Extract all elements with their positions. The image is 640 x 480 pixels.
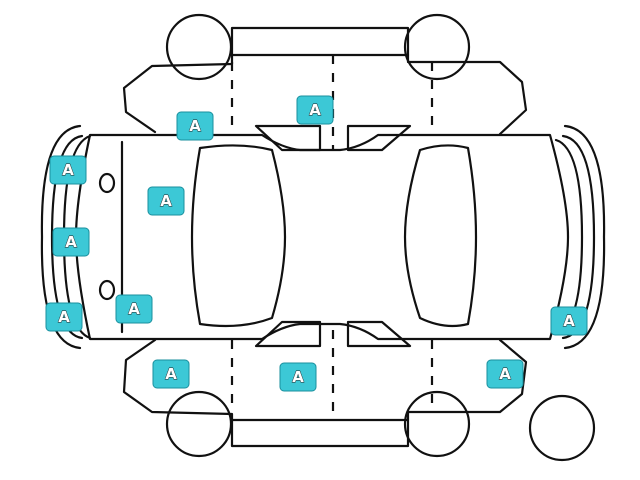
damage-marker[interactable]: A (279, 362, 317, 392)
damage-marker-label: A (58, 308, 70, 326)
car-bottom-side-view (122, 320, 528, 458)
damage-marker[interactable]: A (152, 359, 190, 389)
damage-marker-label: A (62, 161, 74, 179)
bottom-rear-wheel (403, 390, 471, 458)
spare-tire (528, 394, 596, 462)
bottom-front-wheel (165, 390, 233, 458)
damage-marker-label: A (65, 233, 77, 251)
rear-windshield (403, 144, 478, 328)
front-windshield (190, 144, 287, 328)
damage-marker-label: A (292, 368, 304, 386)
damage-marker[interactable]: A (147, 186, 185, 216)
top-rear-wheel (403, 13, 471, 81)
damage-marker[interactable]: A (115, 294, 153, 324)
damage-marker[interactable]: A (49, 155, 87, 185)
damage-marker[interactable]: A (45, 302, 83, 332)
front-headlight-lower (98, 279, 116, 301)
top-rear-side-window (346, 124, 412, 152)
damage-markers: A A A A A A A A (45, 95, 588, 392)
top-front-wheel (165, 13, 233, 81)
damage-marker-label: A (189, 117, 201, 135)
damage-marker[interactable]: A (550, 306, 588, 336)
damage-marker-label: A (160, 192, 172, 210)
front-headlight-upper (98, 172, 116, 194)
damage-marker[interactable]: A (176, 111, 214, 141)
damage-marker[interactable]: A (52, 227, 90, 257)
damage-marker-label: A (563, 312, 575, 330)
damage-marker-label: A (499, 365, 511, 383)
damage-marker-label: A (309, 101, 321, 119)
damage-marker-label: A (128, 300, 140, 318)
damage-marker[interactable]: A (296, 95, 334, 125)
damage-marker[interactable]: A (486, 359, 524, 389)
damage-marker-label: A (165, 365, 177, 383)
bottom-rear-side-window (346, 320, 412, 348)
